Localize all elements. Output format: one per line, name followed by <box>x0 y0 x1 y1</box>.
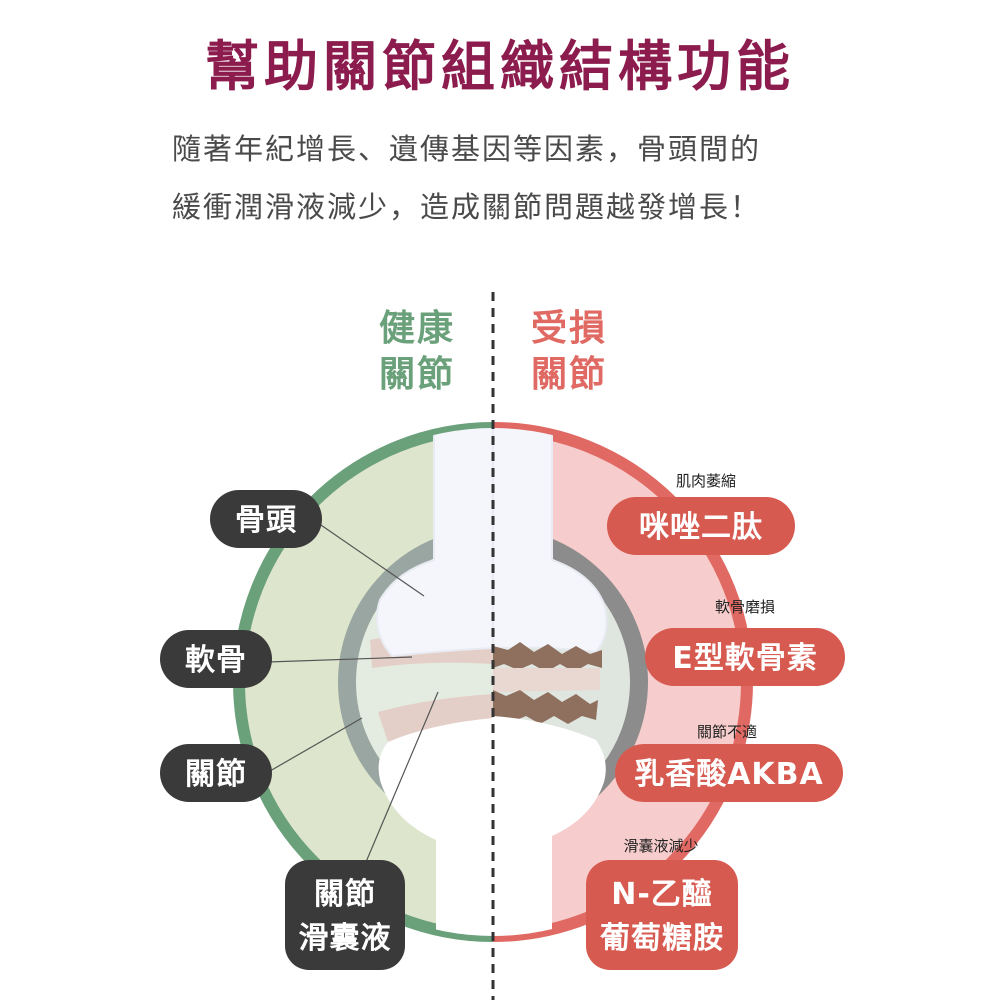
ingredient-type-e-chondroitin: E型軟骨素 <box>645 628 845 686</box>
label-synovial-fluid: 關節 滑囊液 <box>285 860 405 970</box>
damaged-label-line-1: 受損 <box>531 308 607 349</box>
ingredient-imidazole-dipeptide: 咪唑二肽 <box>607 497 795 555</box>
damaged-upper-bone <box>493 428 608 654</box>
page-title: 幫助關節組織結構功能 <box>205 35 795 98</box>
damaged-cartilage-gap <box>493 668 600 692</box>
ingredient-akba-text: 乳香酸AKBA <box>634 757 824 792</box>
label-joint: 關節 <box>160 744 272 802</box>
issue-muscle-atrophy: 肌肉萎縮 <box>676 472 736 490</box>
damaged-joint-half <box>493 422 753 942</box>
issue-synovial-decrease: 滑囊液減少 <box>623 837 698 855</box>
ingredient-chondroitin-text: E型軟骨素 <box>672 641 818 676</box>
healthy-joint-half <box>233 422 493 942</box>
damaged-cartilage-upper <box>493 642 602 672</box>
label-bone: 骨頭 <box>210 490 322 548</box>
ingredient-n-acetylglucosamine: N-乙醯 葡萄糖胺 <box>586 860 738 970</box>
healthy-label-line-1: 健康 <box>379 307 455 349</box>
cartilage-leader-line <box>267 656 413 663</box>
damaged-lower-bone <box>493 716 606 936</box>
damaged-label-line-2: 關節 <box>531 354 607 395</box>
ingredient-nag-text-2: 葡萄糖胺 <box>600 921 724 956</box>
intro-line-1: 隨著年紀增長、遺傳基因等因素，骨頭間的 <box>172 132 762 166</box>
issue-cartilage-wear: 軟骨磨損 <box>715 598 775 616</box>
intro-line-2: 緩衝潤滑液減少，造成關節問題越發增長！ <box>172 190 762 224</box>
healthy-lower-bone <box>378 718 493 936</box>
ingredient-akba: 乳香酸AKBA <box>615 744 843 802</box>
intro-paragraph: 隨著年紀增長、遺傳基因等因素，骨頭間的 緩衝潤滑液減少，造成關節問題越發增長！ <box>172 120 872 236</box>
label-bone-text: 骨頭 <box>235 503 297 538</box>
healthy-label-line-2: 關節 <box>379 354 455 395</box>
ingredient-nag-text-1: N-乙醯 <box>611 877 713 912</box>
label-cartilage: 軟骨 <box>160 630 272 688</box>
ingredient-imidazole-text: 咪唑二肽 <box>639 510 763 545</box>
label-synovial-text-1: 關節 <box>314 877 376 912</box>
healthy-upper-bone <box>376 428 493 658</box>
synovial-leader-line <box>365 691 439 863</box>
bone-leader-line <box>317 522 425 597</box>
label-synovial-text-2: 滑囊液 <box>299 921 392 956</box>
damaged-cartilage-lower <box>493 690 598 724</box>
issue-joint-discomfort: 關節不適 <box>697 723 757 741</box>
label-cartilage-text: 軟骨 <box>185 643 247 678</box>
joint-leader-line <box>269 717 363 772</box>
label-joint-text: 關節 <box>185 757 247 792</box>
